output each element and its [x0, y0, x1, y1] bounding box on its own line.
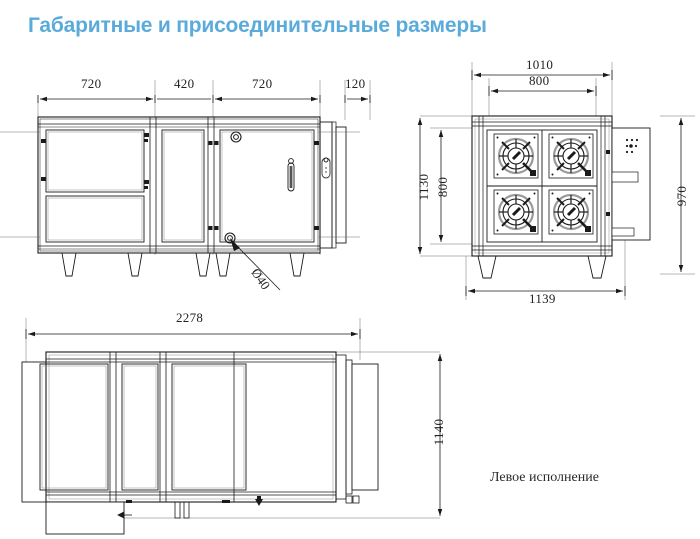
drain-port-icon	[224, 131, 242, 244]
dimension-1010	[471, 70, 613, 80]
dimension-label-120: 120	[345, 76, 366, 91]
dimension-label-2278: 2278	[176, 310, 204, 325]
dimension-800-horizontal	[488, 86, 597, 96]
dimension-label-970: 970	[674, 185, 689, 207]
dimension-label-1010: 1010	[526, 57, 554, 72]
left-version-caption: Левое исполнение	[490, 470, 599, 485]
dimension-label-720-b: 720	[252, 76, 273, 91]
control-box	[611, 127, 651, 241]
dimension-label-1139: 1139	[529, 291, 556, 306]
front-elevation-view	[0, 80, 371, 291]
support-feet	[61, 252, 305, 277]
page-title: Габаритные и присоединительные размеры	[28, 14, 487, 37]
dimension-label-1130: 1130	[416, 173, 431, 201]
dimension-label-800-h: 800	[529, 73, 550, 88]
indicator-dots-icon	[625, 138, 639, 154]
dimension-label-720-a: 720	[81, 76, 102, 91]
dimension-label-420: 420	[174, 76, 195, 91]
dimension-label-1140: 1140	[431, 418, 446, 446]
front-top-dimension-line	[37, 95, 371, 103]
diameter-leader-line	[230, 238, 281, 291]
side-elevation-view	[417, 62, 695, 300]
dimension-label-800-v: 800	[435, 176, 450, 198]
plan-view	[21, 318, 443, 535]
dimension-2278	[25, 329, 361, 339]
duct-control-icon	[321, 157, 331, 179]
dimension-1139	[465, 286, 626, 296]
door-handle-icon	[287, 158, 295, 192]
